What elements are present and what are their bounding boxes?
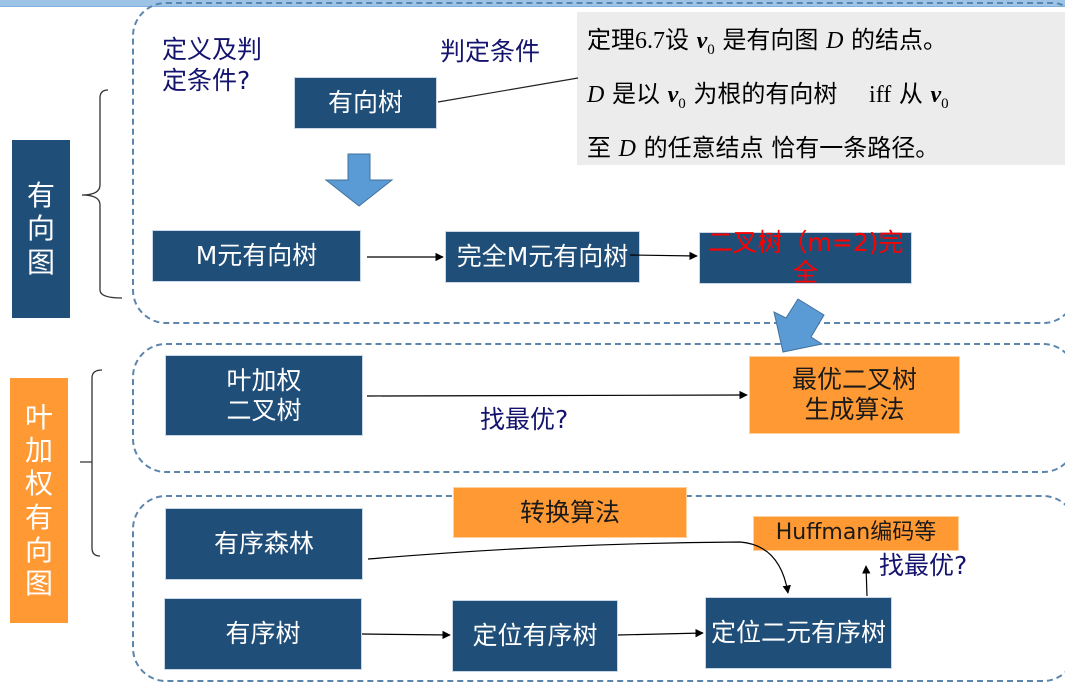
find-optimal-label: 找最优? bbox=[480, 405, 569, 434]
criterion-label: 判定条件 bbox=[440, 37, 541, 66]
text: 至 bbox=[587, 133, 619, 162]
text: 设 bbox=[665, 26, 697, 54]
theorem-line-3: 至 D 的任意结点 恰有一条路径。 bbox=[587, 126, 1065, 171]
math-v0: v0 bbox=[667, 81, 686, 112]
text: 的结点。 bbox=[843, 26, 948, 54]
math-v0: v0 bbox=[930, 81, 949, 112]
var: v bbox=[667, 81, 679, 108]
theorem-box: 定理6.7设 v0 是有向图 D 的结点。 D 是以 v0 为根的有向树 iff… bbox=[577, 12, 1065, 165]
section-title-leaf-weighted: 叶 加 权 有 向 图 bbox=[10, 378, 68, 623]
title-char: 向 bbox=[26, 212, 55, 246]
subscript: 0 bbox=[678, 95, 686, 112]
iff: iff bbox=[869, 81, 892, 108]
theorem-line-2: D 是以 v0 为根的有向树 iff 从 v0 bbox=[587, 72, 1065, 126]
node-huffman-coding: Huffman编码等 bbox=[753, 516, 959, 551]
node-directed-tree: 有向树 bbox=[294, 77, 437, 129]
theorem-number: 6.7 bbox=[635, 28, 665, 54]
title-char: 有 bbox=[26, 179, 55, 213]
brace-directed-graph bbox=[81, 89, 123, 299]
var: v bbox=[696, 28, 708, 54]
label-line: 定条件? bbox=[162, 66, 251, 96]
title-char: 向 bbox=[24, 533, 53, 567]
find-optimal-label-2: 找最优? bbox=[879, 551, 968, 580]
subscript: 0 bbox=[941, 95, 949, 112]
title-char: 叶 bbox=[24, 401, 53, 435]
text: 定理 bbox=[587, 26, 635, 54]
brace-leaf-weighted bbox=[80, 369, 103, 557]
text: 为根的有向树 bbox=[685, 79, 870, 108]
text: 是以 bbox=[604, 79, 668, 108]
node-line: 二叉树 bbox=[226, 395, 302, 425]
math-D: D bbox=[618, 135, 636, 162]
node-positional-binary-ordered-tree: 定位二元有序树 bbox=[705, 597, 892, 669]
node-ordered-forest: 有序森林 bbox=[165, 508, 363, 580]
section-title-directed-graph: 有 向 图 bbox=[12, 140, 70, 318]
var: v bbox=[930, 81, 942, 108]
title-char: 有 bbox=[24, 500, 53, 534]
text: 从 bbox=[891, 79, 931, 108]
text: 是有向图 bbox=[714, 26, 827, 54]
math-D: D bbox=[826, 28, 844, 54]
text: 的任意结点 恰有一条路径。 bbox=[635, 133, 940, 162]
label-line: 定义及判 bbox=[162, 35, 263, 64]
title-char: 图 bbox=[24, 566, 53, 600]
title-char: 加 bbox=[24, 434, 53, 468]
title-char: 图 bbox=[26, 245, 55, 279]
definition-question-label: 定义及判 定条件? bbox=[162, 34, 262, 97]
node-binary-tree-complete: 二叉树（m=2)完全 bbox=[699, 228, 912, 287]
node-m-ary-tree: M元有向树 bbox=[152, 230, 361, 282]
theorem-line-1: 定理6.7设 v0 是有向图 D 的结点。 bbox=[587, 18, 1065, 72]
node-ordered-tree: 有序树 bbox=[164, 598, 362, 670]
math-v0: v0 bbox=[696, 28, 715, 58]
node-line: 最优二叉树 bbox=[791, 365, 917, 394]
node-optimal-binary-tree-algorithm: 最优二叉树 生成算法 bbox=[749, 356, 960, 434]
node-line: 叶加权 bbox=[226, 365, 302, 395]
panel-directed-graph bbox=[132, 2, 1065, 324]
node-leaf-weighted-binary-tree: 叶加权 二叉树 bbox=[165, 355, 363, 436]
panel-leaf-weighted-binary bbox=[132, 343, 1065, 473]
title-char: 权 bbox=[24, 467, 53, 501]
subscript: 0 bbox=[707, 41, 715, 58]
node-line: 生成算法 bbox=[804, 395, 905, 424]
node-conversion-algorithm: 转换算法 bbox=[453, 487, 687, 538]
math-D: D bbox=[587, 81, 605, 108]
node-positional-ordered-tree: 定位有序树 bbox=[452, 600, 618, 672]
node-complete-m-ary-tree: 完全M元有向树 bbox=[445, 231, 640, 283]
